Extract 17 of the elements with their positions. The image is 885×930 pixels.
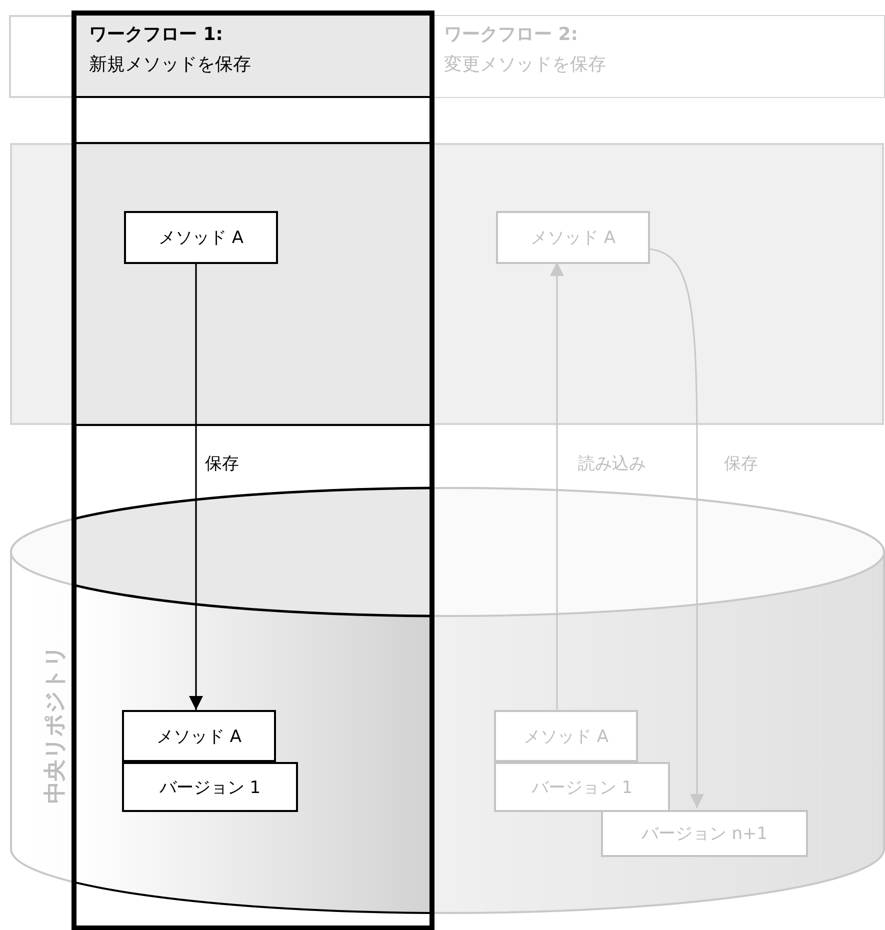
method-box: メソッド A bbox=[494, 710, 638, 762]
arrow bbox=[550, 262, 564, 710]
application-band bbox=[10, 143, 884, 425]
method-box: メソッド A bbox=[122, 710, 276, 762]
method-box: バージョン 1 bbox=[494, 762, 670, 812]
method-box: バージョン 1 bbox=[122, 762, 298, 812]
method-box: メソッド A bbox=[496, 211, 650, 264]
workflow-subtitle: 変更メソッドを保存 bbox=[444, 53, 606, 77]
header-cell bbox=[75, 16, 430, 97]
repository-label: 中央リポジトリ bbox=[42, 644, 69, 804]
method-box: メソッド A bbox=[124, 211, 278, 264]
workflow-title: ワークフロー 1: bbox=[89, 23, 223, 47]
arrow bbox=[189, 262, 203, 710]
method-box: バージョン n+1 bbox=[601, 810, 808, 857]
workflow-subtitle: 新規メソッドを保存 bbox=[89, 53, 251, 77]
arrow bbox=[648, 248, 704, 808]
workflow-title: ワークフロー 2: bbox=[444, 23, 578, 47]
